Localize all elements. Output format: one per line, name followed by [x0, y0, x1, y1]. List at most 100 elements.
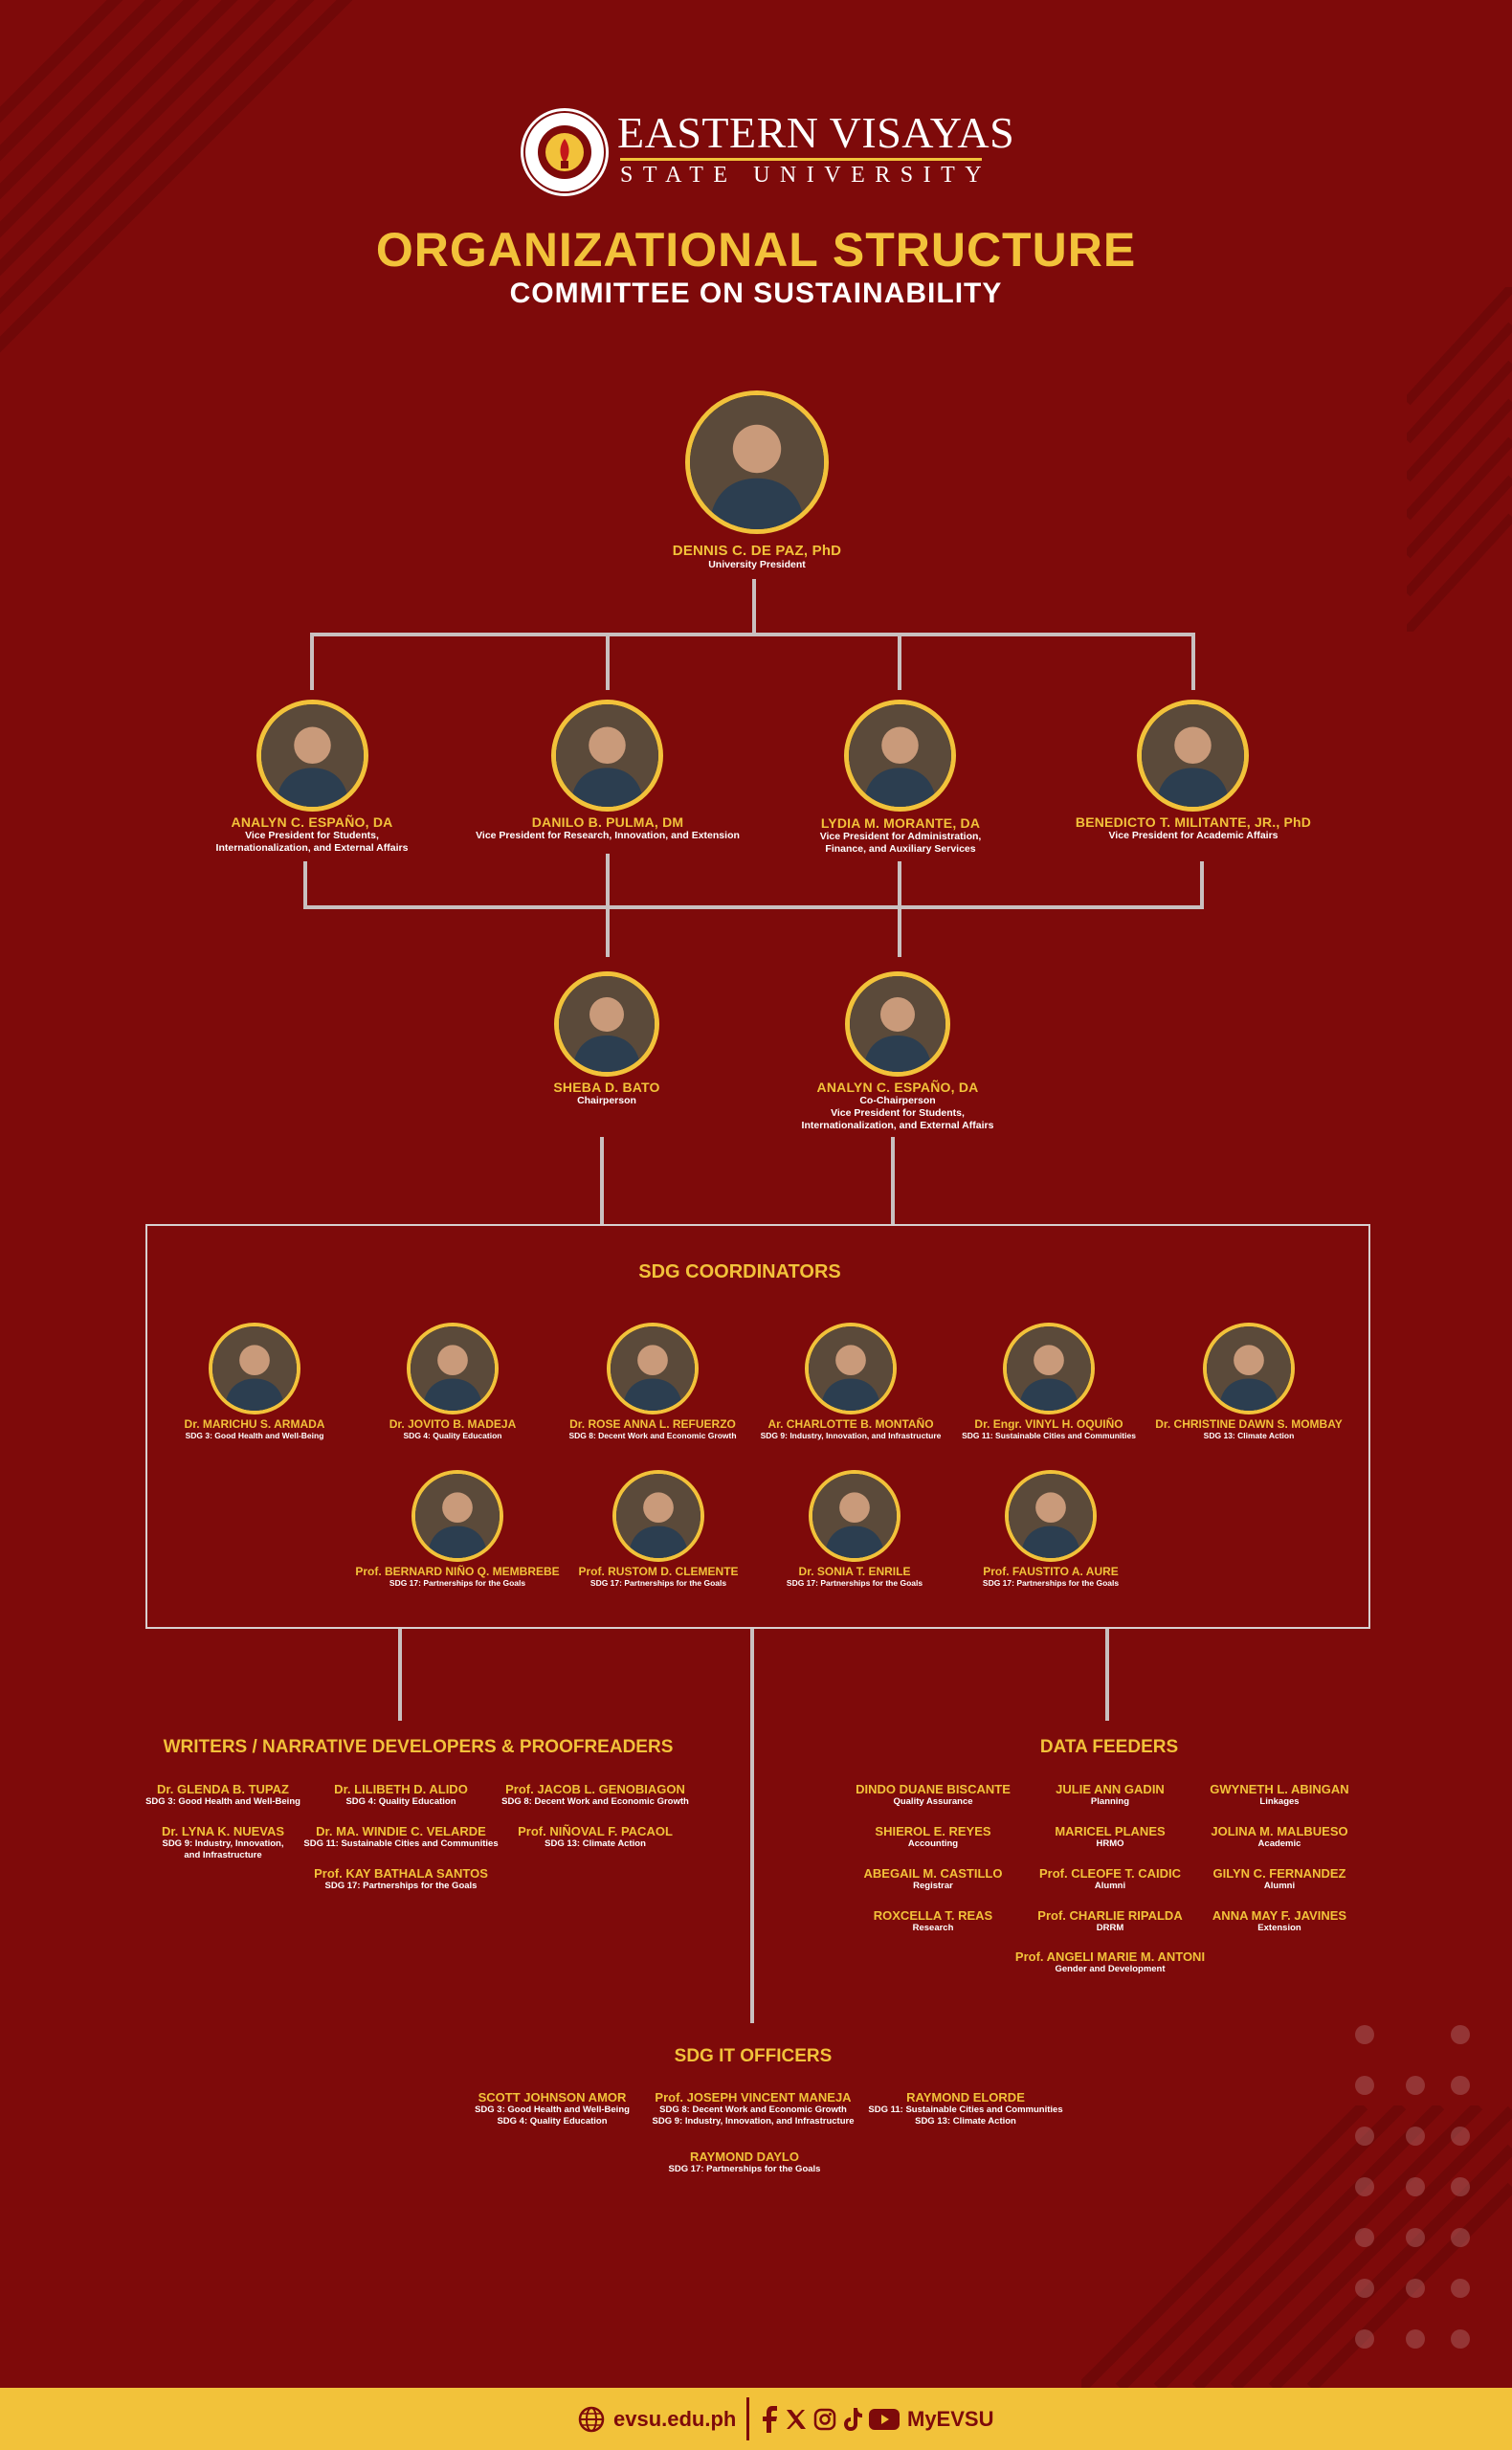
page-subtitle: COMMITTEE ON SUSTAINABILITY	[509, 278, 1003, 309]
x-icon[interactable]	[785, 2408, 808, 2431]
writer-card: Dr. MA. WINDIE C. VELARDE SDG 11: Sustai…	[303, 1824, 498, 1850]
connector-vp1-up	[303, 861, 307, 909]
coordinator-sdg: SDG 8: Decent Work and Economic Growth	[568, 1431, 737, 1440]
feeder-role: Alumni	[1263, 1881, 1296, 1891]
university-name-divider	[620, 158, 982, 161]
chairperson: SHEBA D. BATO Chairperson	[553, 1080, 659, 1107]
coordinator-photo	[809, 1470, 901, 1562]
coordinator-photo	[1003, 1323, 1095, 1414]
decorative-stripes-bottom-right	[1081, 2105, 1512, 2388]
coordinator-name: Dr. Engr. VINYL H. OQUIÑO	[974, 1417, 1123, 1431]
connector-chair-down	[600, 1137, 604, 1225]
connector-vp4-up	[1200, 861, 1204, 909]
feeder-role: HRMO	[1096, 1838, 1124, 1849]
social-handle[interactable]: MyEVSU	[907, 2406, 994, 2431]
coordinator-photo	[407, 1323, 499, 1414]
coordinator-card: Dr. Engr. VINYL H. OQUIÑO SDG 11: Sustai…	[962, 1417, 1136, 1440]
decorative-dot	[1451, 2329, 1470, 2349]
feeder-role: Linkages	[1259, 1796, 1300, 1807]
facebook-icon[interactable]	[762, 2405, 779, 2433]
it-officer-card: SCOTT JOHNSON AMOR SDG 3: Good Health an…	[475, 2090, 630, 2127]
footer-website[interactable]: evsu.edu.ph	[577, 2388, 736, 2450]
feeder-role: Extension	[1257, 1923, 1301, 1933]
it-officer-name: RAYMOND DAYLO	[690, 2149, 799, 2164]
writer-role: and Infrastructure	[184, 1850, 262, 1860]
it-officer-name: RAYMOND ELORDE	[906, 2090, 1025, 2105]
decorative-dot	[1451, 2279, 1470, 2298]
coordinator-photo	[1203, 1323, 1295, 1414]
decorative-dot	[1406, 2228, 1425, 2247]
feeder-name: DINDO DUANE BISCANTE	[856, 1782, 1011, 1796]
writer-card: Prof. KAY BATHALA SANTOS SDG 17: Partner…	[314, 1866, 488, 1892]
it-officer-card: RAYMOND ELORDE SDG 11: Sustainable Citie…	[868, 2090, 1062, 2127]
coordinator-card: Dr. ROSE ANNA L. REFUERZO SDG 8: Decent …	[568, 1417, 736, 1440]
feeder-role: Registrar	[913, 1881, 953, 1891]
coordinator-card: Ar. CHARLOTTE B. MONTAÑO SDG 9: Industry…	[761, 1417, 942, 1440]
vp-role: Vice President for Research, Innovation,…	[476, 830, 740, 841]
vp-role: Internationalization, and External Affai…	[215, 842, 409, 854]
decorative-dot	[1451, 2177, 1470, 2196]
vp-role: Vice President for Administration,	[819, 831, 982, 842]
vp-role: Vice President for Students,	[245, 830, 379, 841]
vp-name: BENEDICTO T. MILITANTE, JR., PhD	[1075, 814, 1312, 830]
sdg-coordinators-box	[145, 1224, 1370, 1629]
feeder-role: Planning	[1090, 1796, 1130, 1807]
university-logo	[520, 107, 610, 197]
decorative-dot	[1355, 2177, 1374, 2196]
connector-writers	[398, 1629, 402, 1721]
tiktok-icon[interactable]	[842, 2407, 863, 2432]
coordinator-photo	[607, 1323, 699, 1414]
chair-name: SHEBA D. BATO	[553, 1080, 660, 1095]
co-chairperson: ANALYN C. ESPAÑO, DA Co-Chairperson Vice…	[802, 1080, 994, 1132]
decorative-dot	[1406, 2177, 1425, 2196]
it-officer-role: SDG 4: Quality Education	[497, 2116, 608, 2127]
coordinator-name: Ar. CHARLOTTE B. MONTAÑO	[767, 1417, 934, 1431]
writer-role: SDG 13: Climate Action	[545, 1838, 646, 1849]
writer-card: Dr. LYNA K. NUEVAS SDG 9: Industry, Inno…	[162, 1824, 284, 1861]
coordinator-sdg: SDG 17: Partnerships for the Goals	[786, 1578, 923, 1588]
decorative-dot	[1355, 2228, 1374, 2247]
feeder-name: Prof. ANGELI MARIE M. ANTONI	[1014, 1949, 1206, 1964]
writer-role: SDG 8: Decent Work and Economic Growth	[501, 1796, 689, 1807]
decorative-dot	[1451, 2025, 1470, 2044]
coordinator-card: Dr. MARICHU S. ARMADA SDG 3: Good Health…	[185, 1417, 325, 1440]
instagram-icon[interactable]	[813, 2408, 836, 2431]
connector-vp-bus	[310, 633, 1195, 636]
vp-card: DANILO B. PULMA, DM Vice President for R…	[476, 814, 740, 842]
decorative-dot	[1355, 2076, 1374, 2095]
connector-vp2-drop	[606, 633, 610, 690]
cochair-photo	[845, 971, 950, 1077]
writer-card: Prof. NIÑOVAL F. PACAOL SDG 13: Climate …	[518, 1824, 673, 1850]
it-officer-name: SCOTT JOHNSON AMOR	[478, 2090, 627, 2105]
writer-name: Dr. MA. WINDIE C. VELARDE	[316, 1824, 486, 1838]
coordinator-photo	[411, 1470, 503, 1562]
president-photo	[685, 390, 829, 534]
decorative-stripes-top-left	[0, 0, 353, 353]
decorative-dot	[1406, 2127, 1425, 2146]
coordinator-photo	[209, 1323, 300, 1414]
feeder-name: ROXCELLA T. REAS	[873, 1908, 993, 1923]
youtube-icon[interactable]	[869, 2408, 900, 2431]
connector-chair-bus	[303, 905, 1204, 909]
vp-name: LYDIA M. MORANTE, DA	[820, 815, 981, 831]
vp-card: ANALYN C. ESPAÑO, DA Vice President for …	[216, 814, 409, 855]
university-subname: STATE UNIVERSITY	[620, 163, 992, 188]
feeder-role: Academic	[1257, 1838, 1301, 1849]
vp-name: DANILO B. PULMA, DM	[531, 814, 684, 830]
writer-name: Dr. LILIBETH D. ALIDO	[334, 1782, 468, 1796]
footer-bar: evsu.edu.ph MyEVSU	[0, 2388, 1512, 2450]
feeder-name: GILYN C. FERNANDEZ	[1212, 1866, 1346, 1881]
connector-cochair-down	[891, 1137, 895, 1225]
cochair-name: ANALYN C. ESPAÑO, DA	[816, 1080, 979, 1095]
decorative-stripes-right	[1407, 287, 1512, 632]
president: DENNIS C. DE PAZ, PhD University Preside…	[673, 543, 841, 571]
coordinator-sdg: SDG 11: Sustainable Cities and Communiti…	[962, 1431, 1136, 1440]
